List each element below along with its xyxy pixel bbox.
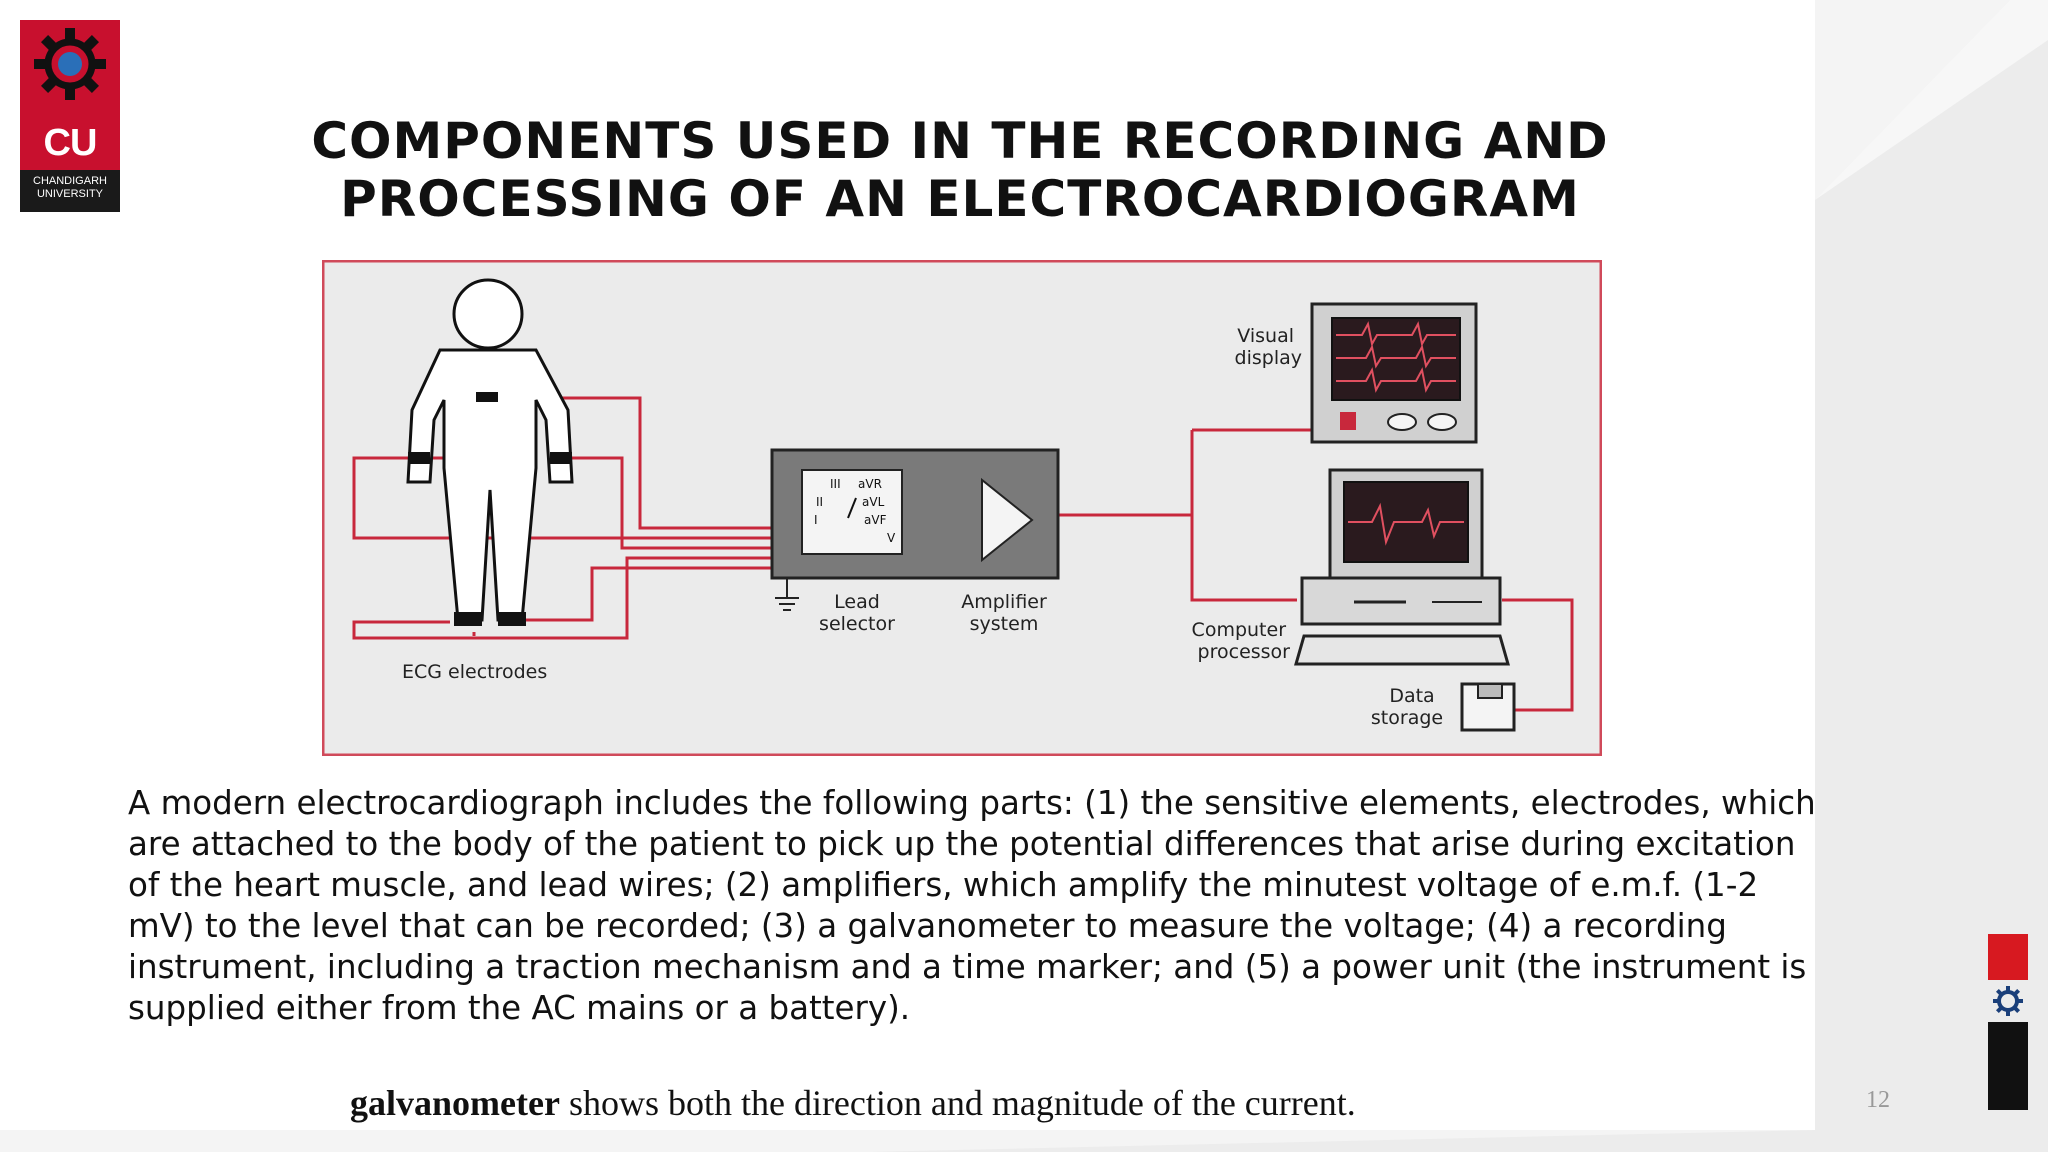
ground-symbol-icon	[775, 578, 799, 611]
caption-bold-term: galvanometer	[350, 1083, 560, 1123]
caption-rest: shows both the direction and magnitude o…	[559, 1083, 1356, 1123]
display-knob-2	[1427, 413, 1457, 431]
display-knob-1	[1387, 413, 1417, 431]
lead-avf-label: aVF	[864, 513, 887, 527]
galvanometer-caption: galvanometer shows both the direction an…	[350, 1082, 1550, 1124]
ecg-waveform-traces	[1336, 321, 1456, 393]
lead-ii-label: II	[816, 495, 823, 509]
floppy-shutter	[1477, 683, 1503, 699]
label-amplifier: Amplifier	[961, 591, 1047, 613]
logo-name: CHANDIGARH UNIVERSITY	[20, 170, 120, 212]
lead-avl-label: aVL	[862, 495, 885, 509]
amplifier-triangle-icon	[981, 477, 1034, 563]
human-figure-icon	[406, 278, 574, 622]
display-indicator	[1340, 412, 1356, 430]
lead-selector-dial	[801, 469, 903, 555]
label-computer: Computer	[1192, 619, 1287, 641]
label-ecg-electrodes: ECG electrodes	[402, 661, 547, 683]
label-data: Data	[1389, 685, 1434, 707]
title-line-2: PROCESSING OF AN ELECTROCARDIOGRAM	[340, 170, 1580, 228]
lead-iii-label: III	[830, 477, 841, 491]
lead-i-label: I	[814, 513, 818, 527]
ecg-components-figure: ECG electrodes III aVR II aVL I aVF V Le…	[321, 259, 1603, 757]
keyboard-icon	[1294, 634, 1510, 666]
label-processor: processor	[1198, 641, 1291, 663]
side-black-block	[1988, 1022, 2028, 1110]
side-red-block	[1988, 934, 2028, 980]
gear-emblem-icon	[34, 28, 106, 100]
logo-emblem	[20, 20, 120, 106]
label-display: display	[1235, 347, 1302, 369]
slide-title: COMPONENTS USED IN THE RECORDING AND PRO…	[180, 112, 1740, 228]
ecg-electrode-pads	[408, 392, 572, 626]
side-gear-block	[1988, 984, 2028, 1018]
lead-avr-label: aVR	[858, 477, 882, 491]
gear-icon	[1993, 986, 2023, 1016]
title-line-1: COMPONENTS USED IN THE RECORDING AND	[311, 112, 1609, 170]
label-visual: Visual	[1237, 325, 1294, 347]
label-storage: storage	[1371, 707, 1443, 729]
selector-needle	[847, 497, 857, 519]
body-paragraph: A modern electrocardiograph includes the…	[128, 784, 1816, 1027]
page-number: 12	[1866, 1087, 1890, 1113]
university-logo: CU CHANDIGARH UNIVERSITY	[20, 20, 120, 212]
computer-waveform-trace	[1348, 502, 1464, 546]
label-lead: Lead	[834, 591, 880, 613]
logo-abbr: CU	[43, 122, 98, 164]
label-selector: selector	[819, 613, 895, 635]
label-system: system	[970, 613, 1039, 635]
lead-v-label: V	[887, 531, 896, 545]
